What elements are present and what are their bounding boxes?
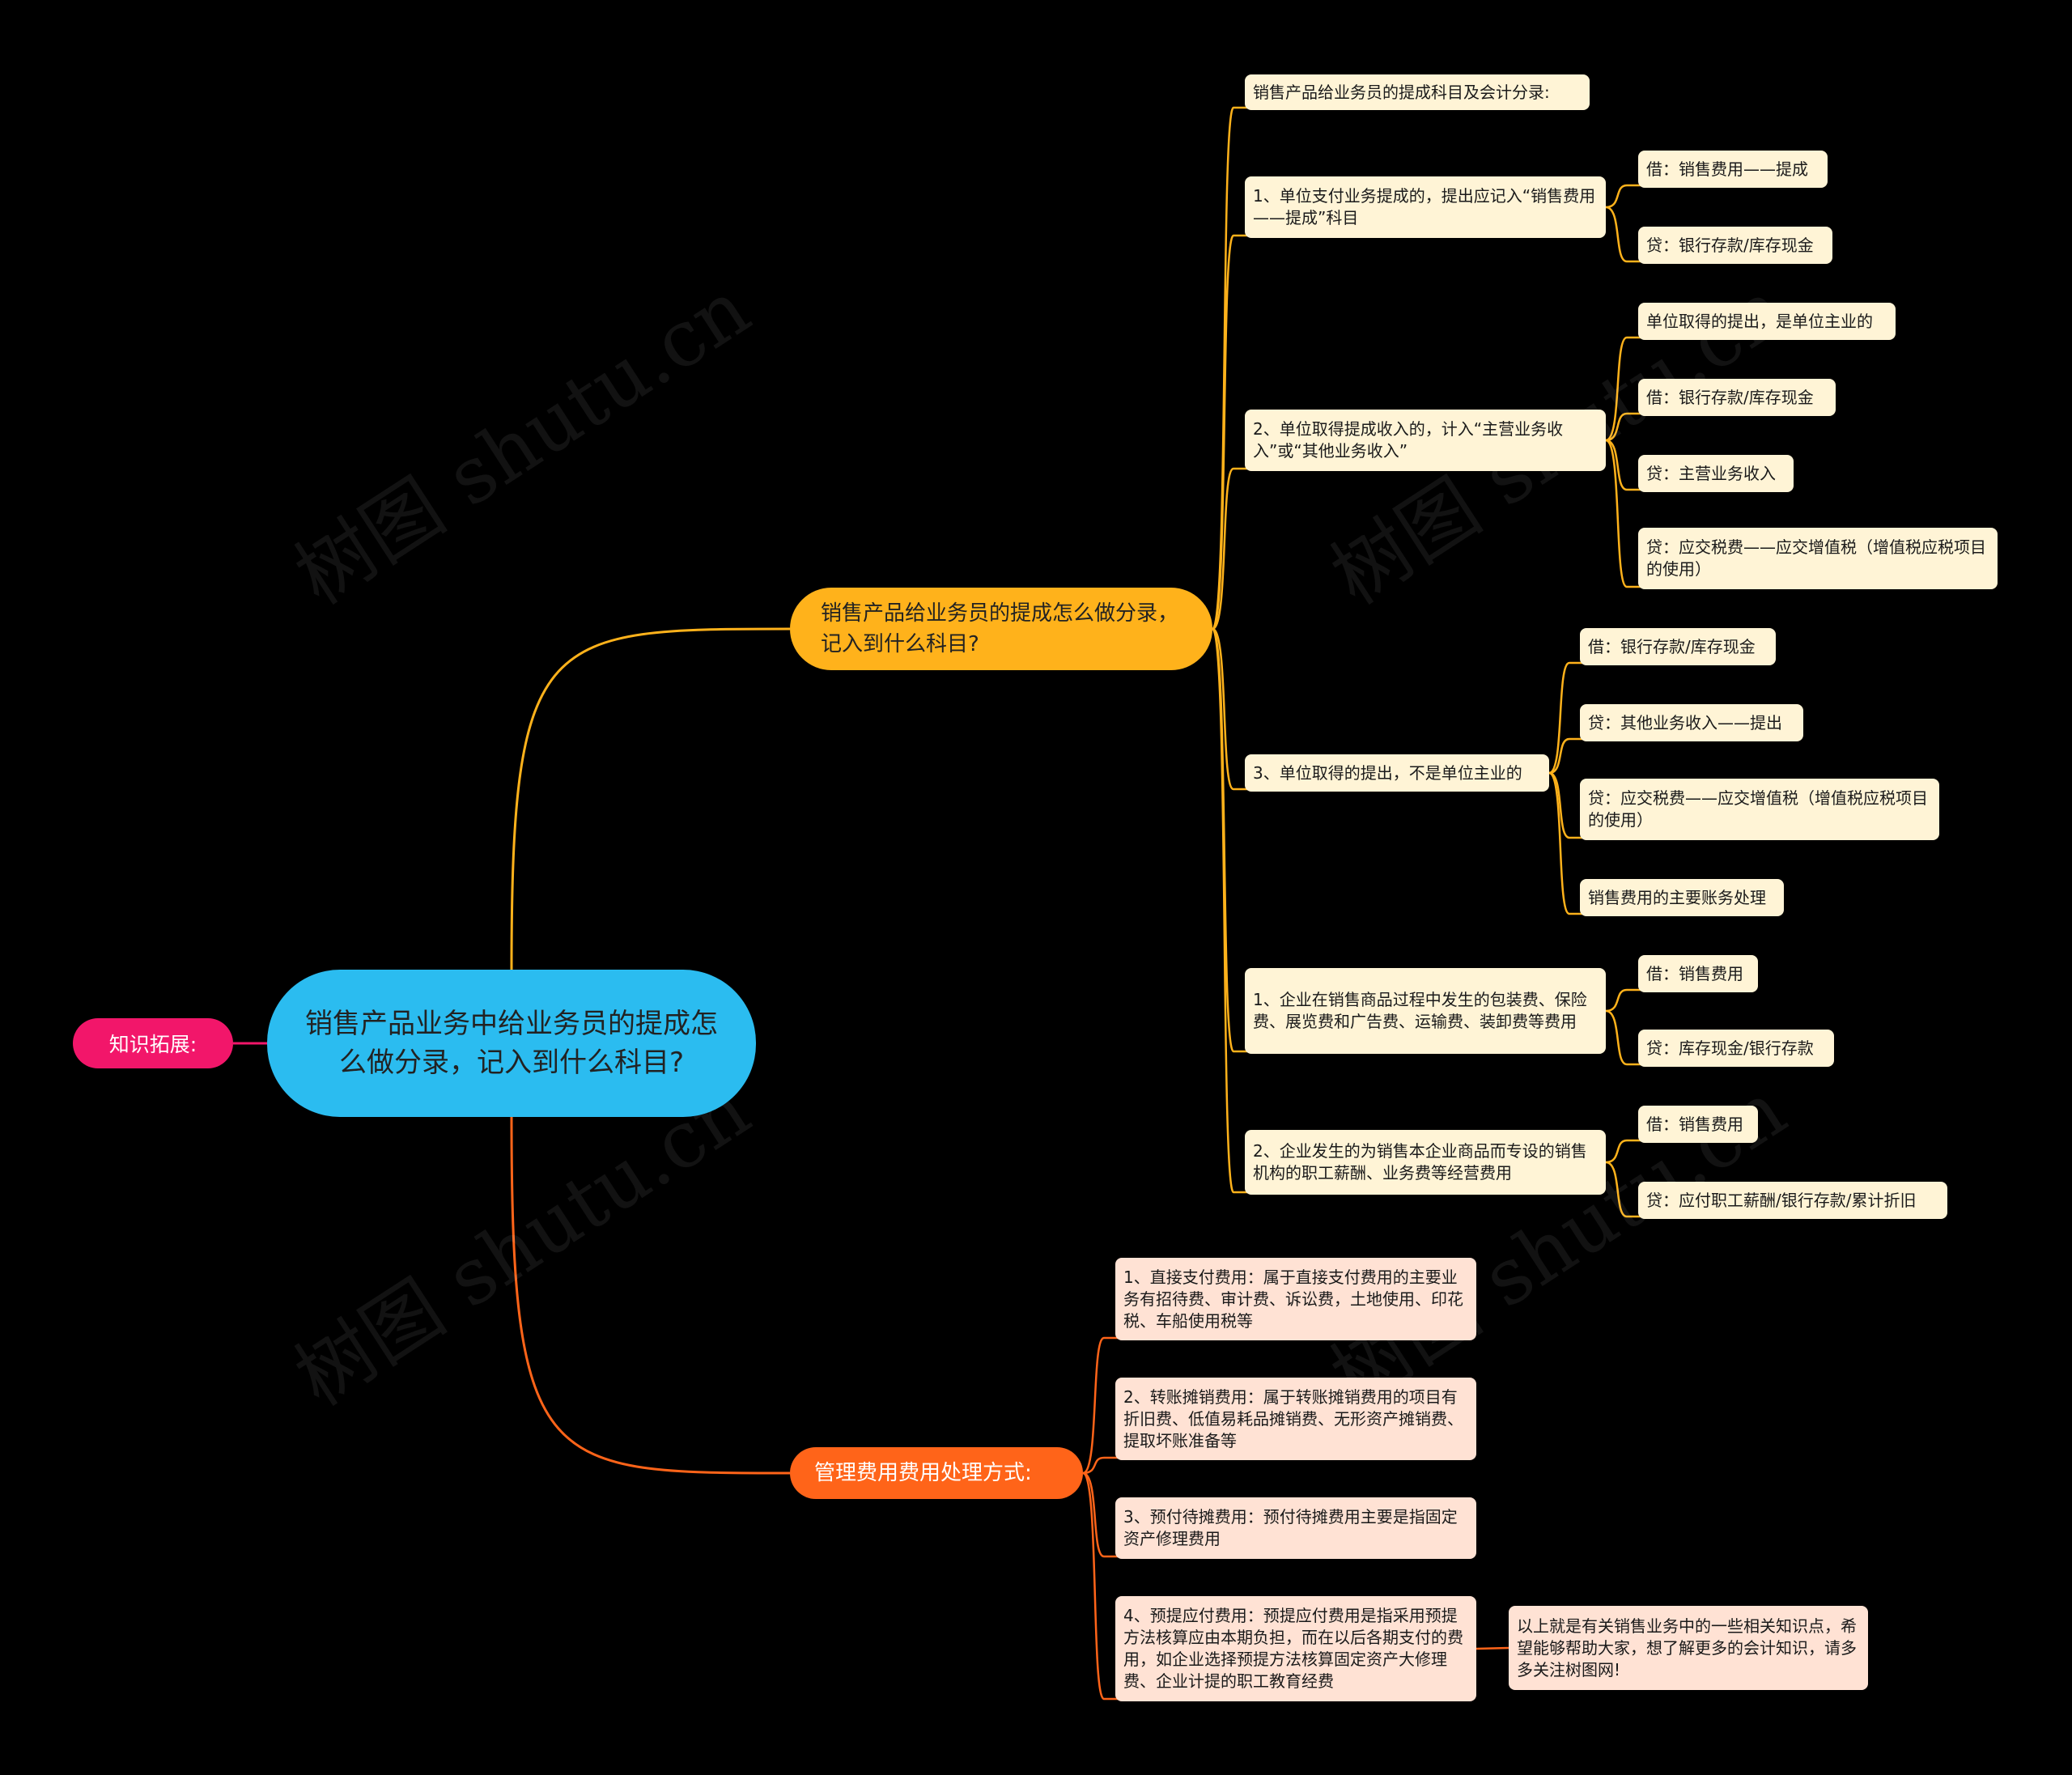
item-3-child-2[interactable]: 借：银行存款/库存现金 xyxy=(1638,379,1836,416)
link-item5-1 xyxy=(1605,988,1643,1013)
item-4-child-3[interactable]: 贷：应交税费——应交增值税（增值税应税项目的使用） xyxy=(1580,779,1939,840)
link-admin-3 xyxy=(1082,1471,1120,1558)
knowledge-extension-node[interactable]: 知识拓展: xyxy=(73,1018,233,1068)
branch-commission-node[interactable]: 销售产品给业务员的提成怎么做分录，记入到什么科目? xyxy=(790,588,1212,670)
link-item3-4 xyxy=(1605,439,1643,588)
link-item3-3 xyxy=(1605,439,1643,491)
link-item4-4 xyxy=(1548,771,1585,915)
commission-item-1[interactable]: 销售产品给业务员的提成科目及会计分录: xyxy=(1245,74,1590,110)
link-item4-3 xyxy=(1548,771,1585,839)
root-topic-node[interactable]: 销售产品业务中给业务员的提成怎么做分录，记入到什么科目? xyxy=(267,970,756,1117)
admin-item-4[interactable]: 4、预提应付费用：预提应付费用是指采用预提方法核算应由本期负担，而在以后各期支付… xyxy=(1115,1596,1476,1701)
commission-item-6[interactable]: 2、企业发生的为销售本企业商品而专设的销售机构的职工薪酬、业务费等经营费用 xyxy=(1245,1130,1606,1195)
link-root-admin xyxy=(510,1116,791,1475)
link-admin-summary xyxy=(1475,1646,1509,1650)
item-3-child-3[interactable]: 贷：主营业务收入 xyxy=(1638,455,1794,492)
link-commission-2 xyxy=(1211,234,1250,631)
link-item2-1 xyxy=(1605,184,1643,209)
item-6-child-2[interactable]: 贷：应付职工薪酬/银行存款/累计折旧 xyxy=(1638,1182,1947,1219)
link-admin-1 xyxy=(1082,1336,1120,1475)
item-6-child-1[interactable]: 借：销售费用 xyxy=(1638,1106,1758,1143)
commission-item-3[interactable]: 2、单位取得提成收入的，计入“主营业务收入”或“其他业务收入” xyxy=(1245,410,1606,471)
link-item4-1 xyxy=(1548,661,1585,775)
item-4-child-2[interactable]: 贷：其他业务收入——提出 xyxy=(1580,704,1803,741)
link-admin-4 xyxy=(1081,1471,1120,1701)
item-4-child-4[interactable]: 销售费用的主要账务处理 xyxy=(1580,879,1784,916)
link-item6-2 xyxy=(1605,1161,1643,1218)
item-2-child-1[interactable]: 借：销售费用——提成 xyxy=(1638,151,1828,188)
item-3-child-4[interactable]: 贷：应交税费——应交增值税（增值税应税项目的使用） xyxy=(1638,528,1998,589)
admin-item-1[interactable]: 1、直接支付费用：属于直接支付费用的主要业务有招待费、审计费、诉讼费，土地使用、… xyxy=(1115,1258,1476,1340)
link-item3-2 xyxy=(1605,412,1643,442)
commission-item-4[interactable]: 3、单位取得的提出，不是单位主业的 xyxy=(1245,754,1549,792)
link-commission-3 xyxy=(1212,467,1250,631)
item-5-child-1[interactable]: 借：销售费用 xyxy=(1638,955,1758,992)
link-item5-2 xyxy=(1605,1009,1643,1066)
branch-admin-expense-node[interactable]: 管理费用费用处理方式: xyxy=(790,1447,1083,1499)
link-item3-1 xyxy=(1605,336,1643,442)
link-item4-2 xyxy=(1548,737,1585,775)
item-4-child-1[interactable]: 借：银行存款/库存现金 xyxy=(1580,628,1776,665)
link-root-commission xyxy=(510,627,791,970)
admin-item-2[interactable]: 2、转账摊销费用：属于转账摊销费用的项目有折旧费、低值易耗品摊销费、无形资产摊销… xyxy=(1115,1378,1476,1460)
admin-item-3[interactable]: 3、预付待摊费用：预付待摊费用主要是指固定资产修理费用 xyxy=(1115,1497,1476,1559)
commission-item-2[interactable]: 1、单位支付业务提成的，提出应记入“销售费用——提成”科目 xyxy=(1245,176,1606,238)
item-2-child-2[interactable]: 贷：银行存款/库存现金 xyxy=(1638,227,1832,264)
link-item2-2 xyxy=(1605,206,1643,263)
commission-item-5[interactable]: 1、企业在销售商品过程中发生的包装费、保险费、展览费和广告费、运输费、装卸费等费… xyxy=(1245,968,1606,1054)
item-3-child-1[interactable]: 单位取得的提出，是单位主业的 xyxy=(1638,303,1896,340)
link-commission-4 xyxy=(1212,627,1250,791)
item-5-child-2[interactable]: 贷：库存现金/银行存款 xyxy=(1638,1030,1834,1067)
link-item6-1 xyxy=(1605,1139,1643,1164)
link-admin-2 xyxy=(1082,1456,1120,1475)
admin-summary[interactable]: 以上就是有关销售业务中的一些相关知识点，希望能够帮助大家，想了解更多的会计知识，… xyxy=(1509,1606,1868,1690)
link-commission-6 xyxy=(1211,627,1250,1194)
